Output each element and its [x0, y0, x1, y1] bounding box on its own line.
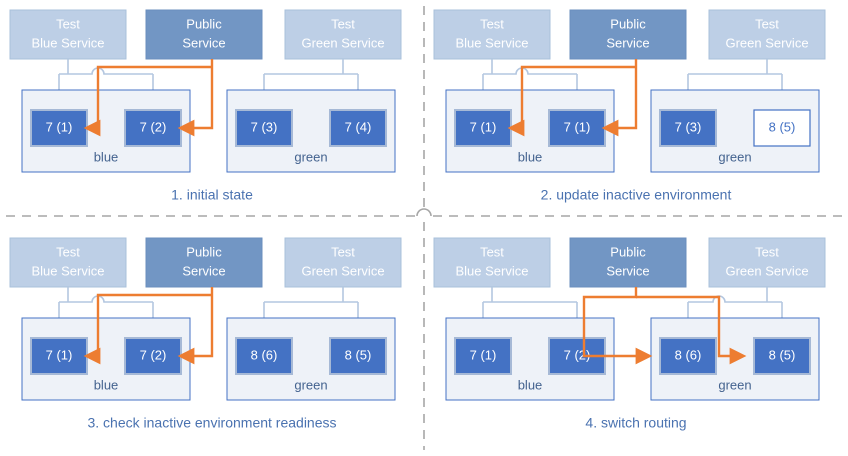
- panel-4-service-test-green[interactable]: [708, 237, 826, 288]
- panel-3-service-test-blue[interactable]: [9, 237, 127, 288]
- panel-4-env-green-node-1-label: 8 (5): [769, 347, 796, 362]
- panel-1-env-green-node-1-label: 7 (4): [345, 119, 372, 134]
- panel-2-env-green-node-0[interactable]: [659, 109, 717, 147]
- panel-3-connector-test-blue-bus: [59, 295, 153, 303]
- panel-4-service-test-green-line1: Test: [755, 244, 779, 259]
- panel-3-env-green-node-1-label: 8 (5): [345, 347, 372, 362]
- panel-1-env-green-node-1[interactable]: [329, 109, 387, 147]
- panel-2-env-green-node-1-label: 8 (5): [769, 119, 796, 134]
- dividers-layer: [6, 6, 842, 450]
- panel-1-env-blue-node-1-label: 7 (2): [140, 119, 167, 134]
- panel-2-service-public-line2: Service: [606, 35, 649, 50]
- panel-4-service-test-green-line2: Green Service: [725, 263, 808, 278]
- panel-3-env-green-node-1[interactable]: [329, 337, 387, 375]
- panel-1-service-test-blue-line2: Blue Service: [32, 35, 105, 50]
- panel-2-service-test-blue-line1: Test: [480, 16, 504, 31]
- panel-1-env-blue-node-0-label: 7 (1): [46, 119, 73, 134]
- panel-4-connector-public-to-green-0: [582, 287, 653, 365]
- panel-2-service-test-blue[interactable]: [433, 9, 551, 60]
- panel-2-env-blue-node-0-label: 7 (1): [470, 119, 497, 134]
- panel-1-env-green-label: green: [294, 149, 327, 164]
- panel-3-connector-public-to-node-0: [83, 293, 212, 365]
- panel-3-connector-public-to-node-1: [177, 287, 214, 365]
- panel-1-connector-test-blue-bus: [59, 67, 153, 75]
- panel-1-service-test-green-line2: Green Service: [301, 35, 384, 50]
- panel-4-service-test-blue-line1: Test: [480, 244, 504, 259]
- panel-1-env-blue-node-1[interactable]: [124, 109, 182, 147]
- panel-4-service-test-blue-line2: Blue Service: [456, 263, 529, 278]
- panel-3-env-blue-node-1-label: 7 (2): [140, 347, 167, 362]
- panel-1-service-test-blue-line1: Test: [56, 16, 80, 31]
- panel-2-env-blue-label: blue: [518, 149, 543, 164]
- panel-3-env-green-label: green: [294, 377, 327, 392]
- panel-1-connector-public-to-node-1: [177, 59, 214, 137]
- panel-2-caption: 2. update inactive environment: [541, 187, 732, 203]
- panel-2-env-green-node-1[interactable]: [753, 109, 811, 147]
- panel-4-service-public-line2: Service: [606, 263, 649, 278]
- panel-4-env-blue-label: blue: [518, 377, 543, 392]
- panel-3-env-green-node-0-label: 8 (6): [251, 347, 278, 362]
- panel-2-connector-public-to-node-0: [507, 65, 636, 137]
- panel-1-service-test-green-line1: Test: [331, 16, 355, 31]
- panel-4-env-blue-node-0[interactable]: [454, 337, 512, 375]
- panel-4-caption: 4. switch routing: [585, 415, 686, 431]
- panel-2-env-blue-node-0[interactable]: [454, 109, 512, 147]
- panel-1-env-green-node-0[interactable]: [235, 109, 293, 147]
- panel-4-env-green-node-1[interactable]: [753, 337, 811, 375]
- panel-3-service-test-blue-line1: Test: [56, 244, 80, 259]
- panel-1-service-test-blue[interactable]: [9, 9, 127, 60]
- panel-3-env-blue-node-1[interactable]: [124, 337, 182, 375]
- panel-4-env-green-node-0[interactable]: [659, 337, 717, 375]
- panel-2-env-green-label: green: [718, 149, 751, 164]
- panel-2-service-test-green-line1: Test: [755, 16, 779, 31]
- panel-2-env-blue-node-1[interactable]: [548, 109, 606, 147]
- panel-1-env-blue-node-0[interactable]: [30, 109, 88, 147]
- panel-3-service-public[interactable]: [145, 237, 263, 288]
- panel-4-env-green-label: green: [718, 377, 751, 392]
- panel-3-service-test-blue-line2: Blue Service: [32, 263, 105, 278]
- panel-4-service-public-line1: Public: [610, 244, 646, 259]
- panel-3-env-blue-node-0-label: 7 (1): [46, 347, 73, 362]
- panel-4-env-blue-node-0-label: 7 (1): [470, 347, 497, 362]
- panel-4-service-test-blue[interactable]: [433, 237, 551, 288]
- panel-1-service-test-green[interactable]: [284, 9, 402, 60]
- panel-3-service-test-green-line2: Green Service: [301, 263, 384, 278]
- panel-2-service-test-green[interactable]: [708, 9, 826, 60]
- panel-4-env-green-node-0-label: 8 (6): [675, 347, 702, 362]
- panel-1-env-green-node-0-label: 7 (3): [251, 119, 278, 134]
- panel-1-service-public-line1: Public: [186, 16, 222, 31]
- panel-3-env-blue-label: blue: [94, 377, 119, 392]
- panel-2-connector-test-blue-bus: [483, 67, 577, 75]
- panel-4-service-public[interactable]: [569, 237, 687, 288]
- panel-1-service-public[interactable]: [145, 9, 263, 60]
- panel-1-env-blue-label: blue: [94, 149, 119, 164]
- panel-3-env-green-node-0[interactable]: [235, 337, 293, 375]
- divider-crossing-hop: [416, 208, 432, 217]
- panel-2-service-public-line1: Public: [610, 16, 646, 31]
- panel-3-service-test-green[interactable]: [284, 237, 402, 288]
- panel-4-connector-public-to-green-1: [636, 295, 747, 365]
- panel-1-caption: 1. initial state: [171, 187, 253, 203]
- panel-2-service-test-green-line2: Green Service: [725, 35, 808, 50]
- panel-2-connector-public-to-node-1: [601, 59, 638, 137]
- panel-2-service-test-blue-line2: Blue Service: [456, 35, 529, 50]
- panel-2-service-public[interactable]: [569, 9, 687, 60]
- panel-2-env-blue-node-1-label: 7 (1): [564, 119, 591, 134]
- panel-3-env-blue-node-0[interactable]: [30, 337, 88, 375]
- panel-1-connector-public-to-node-0: [83, 65, 212, 137]
- panel-3-service-test-green-line1: Test: [331, 244, 355, 259]
- panel-2-env-green-node-0-label: 7 (3): [675, 119, 702, 134]
- panel-3-service-public-line2: Service: [182, 263, 225, 278]
- panel-3-caption: 3. check inactive environment readiness: [87, 415, 336, 431]
- panel-3-service-public-line1: Public: [186, 244, 222, 259]
- panel-1-service-public-line2: Service: [182, 35, 225, 50]
